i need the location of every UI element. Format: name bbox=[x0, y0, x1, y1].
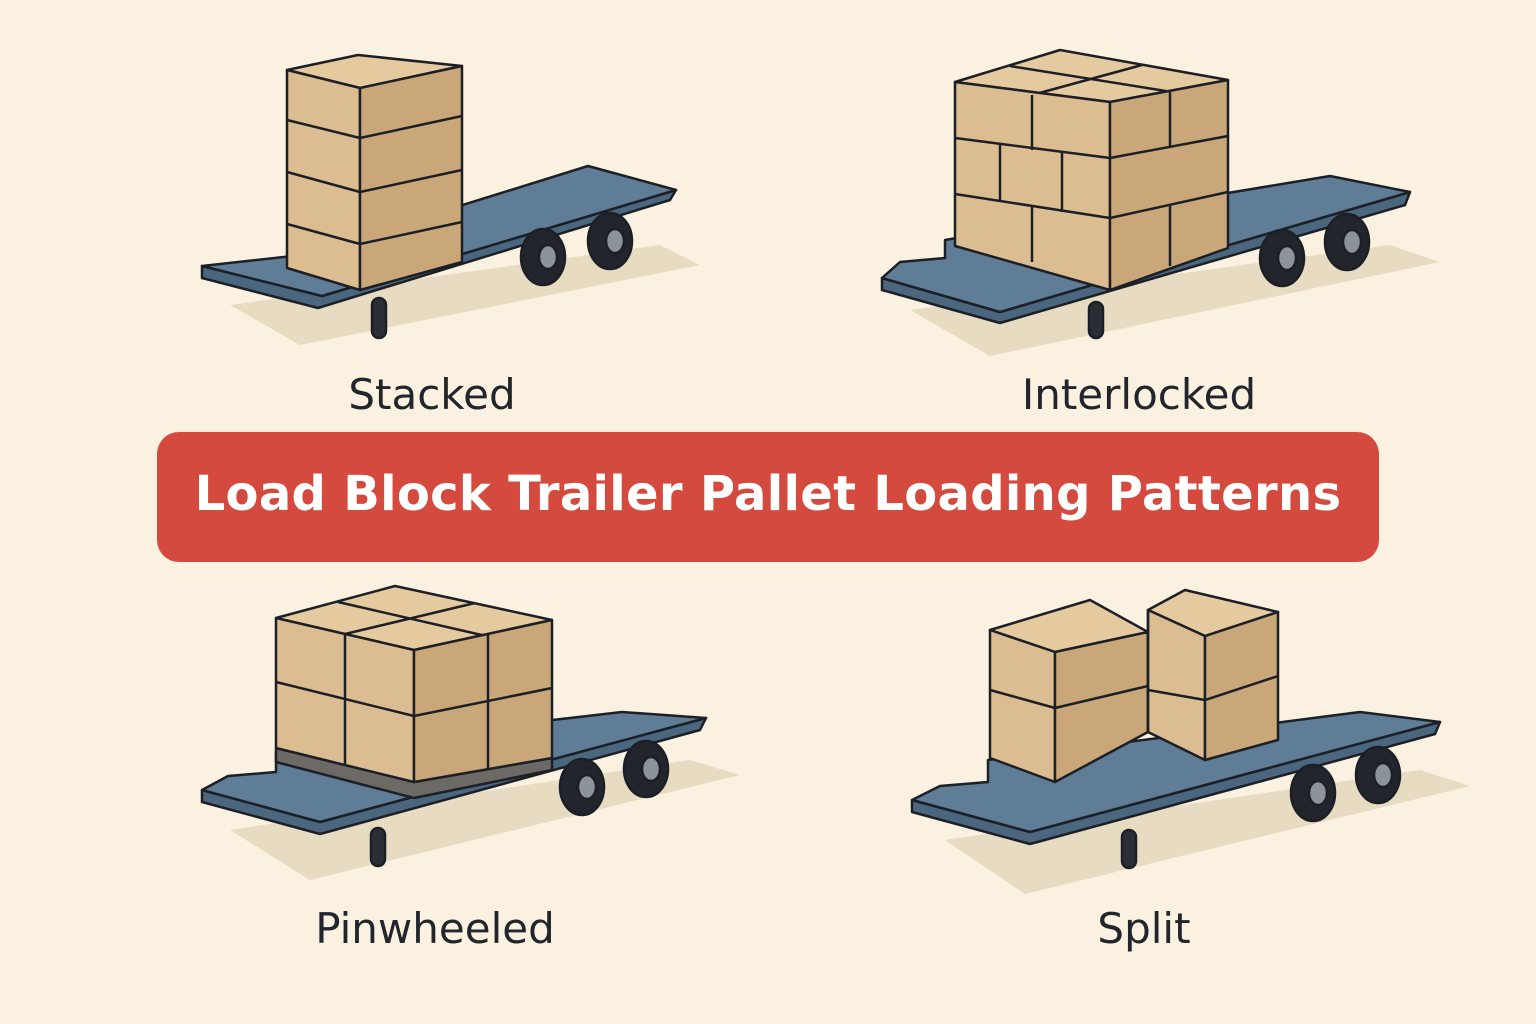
box-seam bbox=[1147, 688, 1206, 702]
box-seam bbox=[359, 168, 463, 194]
label-interlocked: Interlocked bbox=[1021, 370, 1257, 419]
box-side bbox=[1203, 610, 1280, 762]
box-front bbox=[1146, 608, 1207, 762]
landing-gear-leg bbox=[1087, 300, 1105, 340]
wheel-hub bbox=[1276, 244, 1298, 272]
box-seam bbox=[1204, 674, 1279, 702]
landing-gear-leg bbox=[370, 296, 388, 340]
box-seam bbox=[359, 220, 463, 246]
trailer-shadow bbox=[230, 760, 740, 880]
trailer-shadow bbox=[945, 770, 1470, 894]
label-pinwheeled: Pinwheeled bbox=[315, 904, 555, 953]
wheel-set bbox=[558, 739, 670, 817]
box-seam bbox=[344, 601, 476, 636]
page-title: Load Block Trailer Pallet Loading Patter… bbox=[194, 466, 1342, 522]
stacked-load bbox=[285, 53, 464, 292]
wheel-set bbox=[1289, 745, 1402, 823]
box-seam bbox=[1109, 134, 1229, 160]
trailer-shadow bbox=[230, 245, 700, 345]
wheel-hub bbox=[576, 773, 598, 801]
box-seam bbox=[1054, 684, 1149, 710]
trailer-shadow bbox=[910, 245, 1440, 356]
box-seam bbox=[1031, 63, 1143, 97]
wheel-hub bbox=[640, 755, 662, 783]
box-seam bbox=[413, 686, 553, 718]
title-banner: Load Block Trailer Pallet Loading Patter… bbox=[157, 432, 1379, 562]
wheel-set bbox=[1258, 212, 1371, 288]
landing-gear-leg bbox=[369, 826, 387, 868]
split-load bbox=[988, 588, 1280, 784]
split-trailer bbox=[910, 710, 1470, 894]
box-front bbox=[285, 68, 362, 292]
box-side bbox=[1108, 78, 1230, 292]
wheel-hub bbox=[537, 243, 559, 271]
box-side bbox=[358, 64, 464, 292]
label-stacked: Stacked bbox=[348, 370, 516, 419]
wheel-hub bbox=[604, 227, 626, 255]
box-seam bbox=[989, 688, 1056, 710]
box-seam bbox=[286, 170, 361, 194]
wheel-hub bbox=[1372, 761, 1394, 789]
box-seam bbox=[286, 118, 361, 140]
landing-gear-leg bbox=[1120, 828, 1138, 870]
box-seam bbox=[359, 114, 463, 140]
label-split: Split bbox=[1097, 904, 1191, 953]
wheel-hub bbox=[1341, 228, 1363, 256]
box-seam bbox=[286, 222, 361, 246]
interlocked-load bbox=[953, 48, 1230, 292]
pinwheeled-load bbox=[274, 584, 554, 800]
wheel-set bbox=[519, 211, 634, 287]
wheel-hub bbox=[1307, 779, 1329, 807]
